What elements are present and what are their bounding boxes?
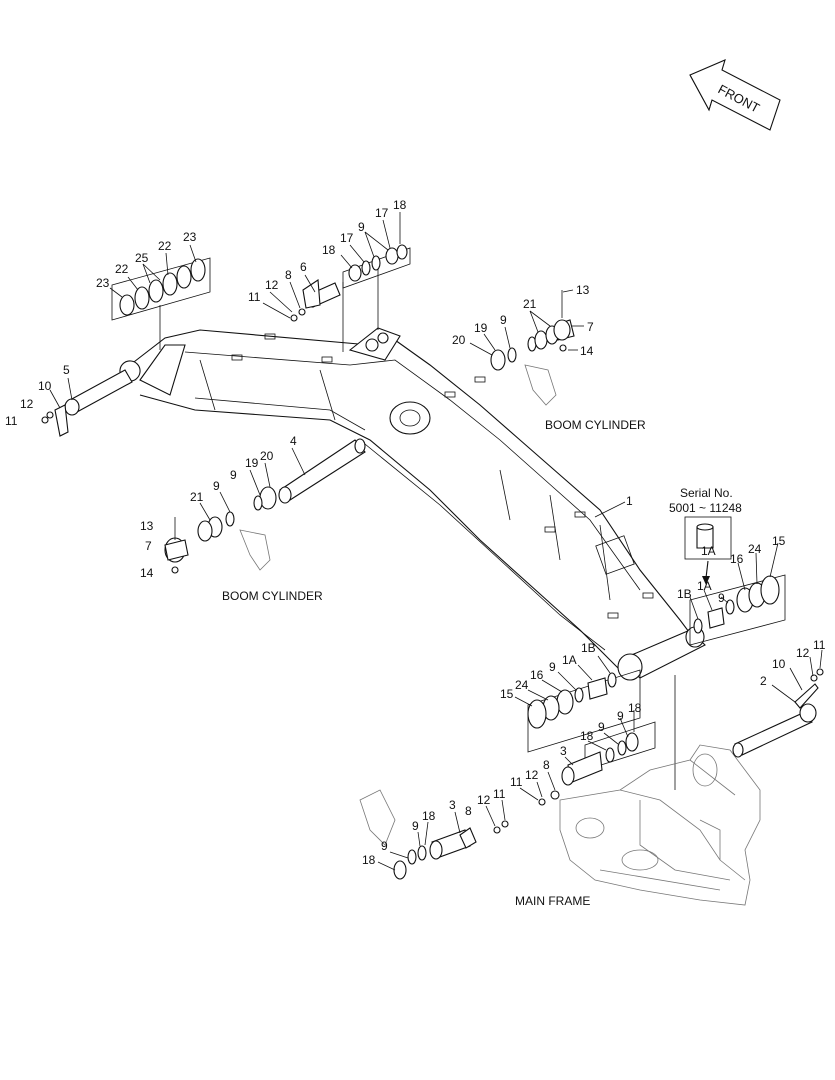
callout-1a-right: 1A <box>697 579 712 593</box>
callout-9-c: 9 <box>412 819 419 833</box>
foot-pin-left-group: 1B 1A 9 16 24 15 <box>500 641 641 753</box>
callout-9-d: 9 <box>381 839 388 853</box>
callout-9-h: 9 <box>500 313 507 327</box>
callout-11-b: 11 <box>493 787 506 801</box>
foot-pin-2: 2 10 12 11 <box>732 638 826 758</box>
callout-17-b: 17 <box>375 206 389 220</box>
callout-20-left: 20 <box>260 449 274 463</box>
main-frame-label: MAIN FRAME <box>515 894 590 908</box>
callout-1b-left: 1B <box>581 641 596 655</box>
callout-1b-right: 1B <box>677 587 692 601</box>
callout-16-right: 16 <box>730 552 744 566</box>
callout-18-f: 18 <box>393 198 407 212</box>
foot-pin-right-group: 1B 1A 9 16 24 15 <box>677 534 786 646</box>
boom-body <box>119 327 706 681</box>
shim-stack-top-left: 23 22 25 22 23 <box>96 230 211 350</box>
callout-13-right: 13 <box>576 283 590 297</box>
serial-range: 5001 ~ 11248 <box>669 501 742 515</box>
callout-8-a: 8 <box>543 758 550 772</box>
callout-18-e: 18 <box>322 243 336 257</box>
serial-title: Serial No. <box>680 486 733 500</box>
boom-cylinder-right-label: BOOM CYLINDER <box>545 418 646 432</box>
front-arrow-icon: FRONT <box>689 59 781 131</box>
boom-cylinder-right-group: 20 19 9 21 13 7 14 BOOM CYLINDER <box>452 283 646 432</box>
callout-7-left: 7 <box>145 539 152 553</box>
callout-13-left: 13 <box>140 519 154 533</box>
callout-3-a: 3 <box>560 744 567 758</box>
callout-4: 4 <box>290 434 297 448</box>
boom-cylinder-left-group: 4 20 19 9 9 21 13 7 14 BOOM CYLINDER <box>140 434 366 603</box>
front-pin-5: 5 10 12 11 <box>5 363 133 437</box>
callout-9-a: 9 <box>598 720 605 734</box>
callout-12-b: 12 <box>477 793 491 807</box>
callout-8-b: 8 <box>465 804 472 818</box>
callout-17-a: 17 <box>340 231 354 245</box>
callout-8-c: 8 <box>285 268 292 282</box>
callout-21-left: 21 <box>190 490 204 504</box>
callout-14-right: 14 <box>580 344 594 358</box>
callout-9-right: 9 <box>718 591 725 605</box>
callout-10-right: 10 <box>772 657 786 671</box>
serial-part: 1A <box>701 544 716 558</box>
main-frame: MAIN FRAME <box>515 744 761 908</box>
callout-23-b: 23 <box>183 230 197 244</box>
callout-9-b: 9 <box>617 709 624 723</box>
boom-cylinder-head-pins: 3 18 9 9 18 8 12 11 3 12 11 8 9 18 9 18 <box>359 701 656 880</box>
callout-19-right: 19 <box>474 321 488 335</box>
callout-9-left: 9 <box>549 660 556 674</box>
callout-14-left: 14 <box>140 566 154 580</box>
callout-18-a: 18 <box>580 729 594 743</box>
callout-23-a: 23 <box>96 276 110 290</box>
callout-9-f: 9 <box>213 479 220 493</box>
callout-24-left: 24 <box>515 678 529 692</box>
callout-22-a: 22 <box>115 262 129 276</box>
callout-15-left: 15 <box>500 687 514 701</box>
serial-number-note: Serial No. 5001 ~ 11248 1A <box>669 486 742 585</box>
callout-2: 2 <box>760 674 767 688</box>
callout-18-c: 18 <box>422 809 436 823</box>
callout-21-right: 21 <box>523 297 537 311</box>
callout-11-left: 11 <box>5 414 18 428</box>
callout-11-a: 11 <box>510 775 523 789</box>
callout-19-left: 19 <box>245 456 259 470</box>
callout-18-b: 18 <box>628 701 642 715</box>
callout-20-right: 20 <box>452 333 466 347</box>
callout-22-b: 22 <box>158 239 172 253</box>
callout-24-right: 24 <box>748 542 762 556</box>
callout-1: 1 <box>626 494 633 508</box>
callout-15-right: 15 <box>772 534 786 548</box>
callout-10-left: 10 <box>38 379 52 393</box>
callout-12-right: 12 <box>796 646 810 660</box>
callout-11-c: 11 <box>248 290 261 304</box>
callout-5: 5 <box>63 363 70 377</box>
callout-6: 6 <box>300 260 307 274</box>
callout-12-a: 12 <box>525 768 539 782</box>
callout-1a-left: 1A <box>562 653 577 667</box>
callout-7-right: 7 <box>587 320 594 334</box>
ring-set-top: 18 17 9 17 18 <box>322 198 411 352</box>
callout-3-b: 3 <box>449 798 456 812</box>
callout-12-c: 12 <box>265 278 279 292</box>
callout-9-e: 9 <box>230 468 237 482</box>
callout-11-right: 11 <box>813 638 826 652</box>
callout-16-left: 16 <box>530 668 544 682</box>
callout-12-left: 12 <box>20 397 34 411</box>
callout-18-d: 18 <box>362 853 376 867</box>
callout-25: 25 <box>135 251 149 265</box>
pin-6: 6 8 12 11 <box>248 260 341 322</box>
callout-9-g: 9 <box>358 220 365 234</box>
boom-cylinder-left-label: BOOM CYLINDER <box>222 589 323 603</box>
